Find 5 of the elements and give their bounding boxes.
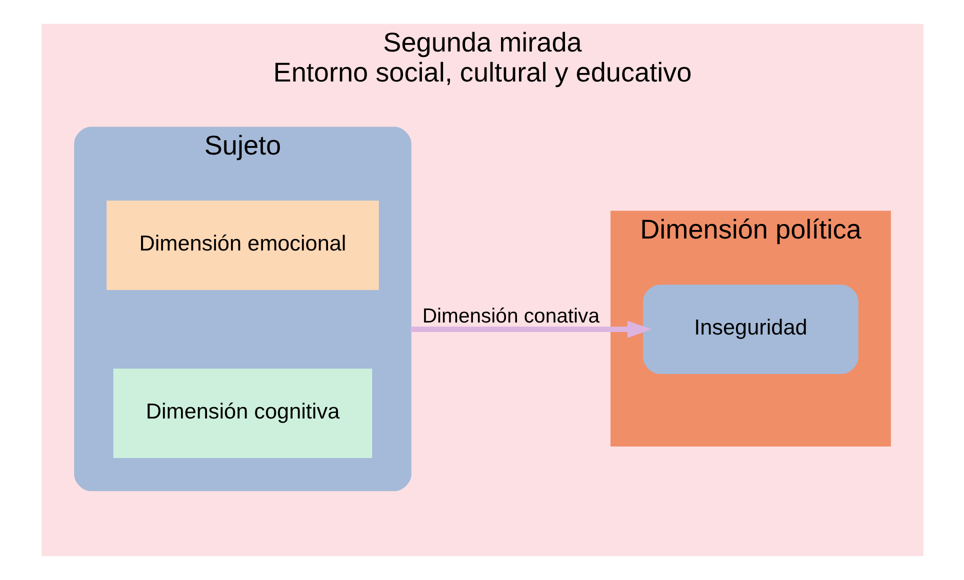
arrow	[410, 320, 652, 338]
node-box: Dimensión cognitiva	[112, 368, 372, 458]
node-box: Inseguridad	[642, 284, 858, 374]
node-box: Dimensión emocional	[106, 200, 378, 290]
edge-label: Dimensión conativa	[422, 306, 600, 328]
